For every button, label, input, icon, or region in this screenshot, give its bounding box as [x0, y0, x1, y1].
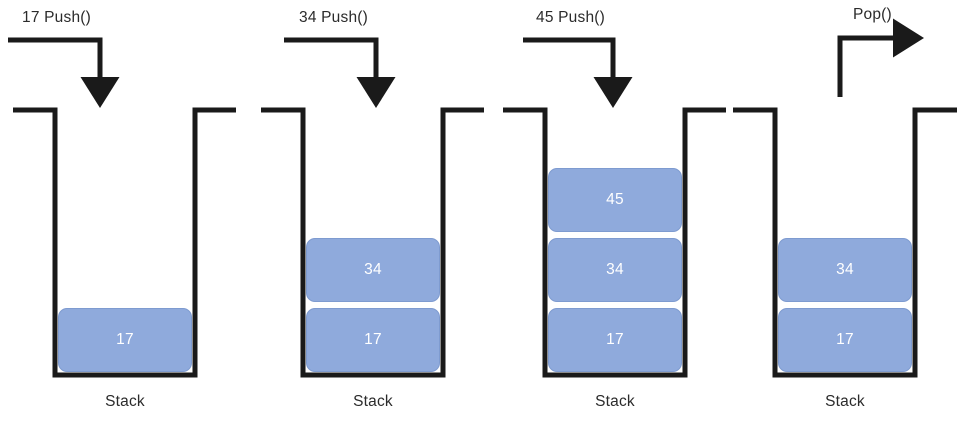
panel-4-caption: Stack: [825, 393, 865, 410]
panel-2-operation-label: 34 Push(): [299, 9, 368, 26]
panel-4-operation-label: Pop(): [853, 6, 892, 23]
panel-2-cell-0-value: 34: [364, 261, 382, 278]
panel-1-cell-0[interactable]: 17: [58, 308, 192, 372]
panel-3-cell-0[interactable]: 45: [548, 168, 682, 232]
panel-4-cell-1-value: 17: [836, 331, 854, 348]
panel-3-stack-outline: [503, 107, 726, 378]
panel-2-cell-0[interactable]: 34: [306, 238, 440, 302]
panel-1-caption: Stack: [105, 393, 145, 410]
panel-3-cell-2-value: 17: [606, 331, 624, 348]
panel-4-stack-outline: [733, 107, 957, 378]
panel-1-group: [8, 37, 236, 378]
panel-4-cell-0[interactable]: 34: [778, 238, 912, 302]
panel-4-pop-arrow: [837, 18, 925, 97]
panel-2-group: [261, 37, 484, 378]
panel-4-cell-0-value: 34: [836, 261, 854, 278]
panel-3-cell-0-value: 45: [606, 191, 624, 208]
panel-3-cell-1[interactable]: 34: [548, 238, 682, 302]
panel-2-cell-1-value: 17: [364, 331, 382, 348]
panel-2-push-arrow: [284, 37, 396, 109]
panel-2-caption: Stack: [353, 393, 393, 410]
panel-4-cell-1[interactable]: 17: [778, 308, 912, 372]
panel-3-caption: Stack: [595, 393, 635, 410]
panel-1-push-arrow: [8, 37, 120, 109]
panel-1-stack-outline: [13, 107, 236, 378]
panel-4-group: [733, 18, 957, 378]
panel-1-cell-0-value: 17: [116, 331, 134, 348]
panel-3-cell-2[interactable]: 17: [548, 308, 682, 372]
panel-2-stack-outline: [261, 107, 484, 378]
panel-3-cell-1-value: 34: [606, 261, 624, 278]
panel-3-group: [503, 37, 726, 378]
panel-1-operation-label: 17 Push(): [22, 9, 91, 26]
panel-3-push-arrow: [523, 37, 633, 109]
panel-2-cell-1[interactable]: 17: [306, 308, 440, 372]
panel-3-operation-label: 45 Push(): [536, 9, 605, 26]
